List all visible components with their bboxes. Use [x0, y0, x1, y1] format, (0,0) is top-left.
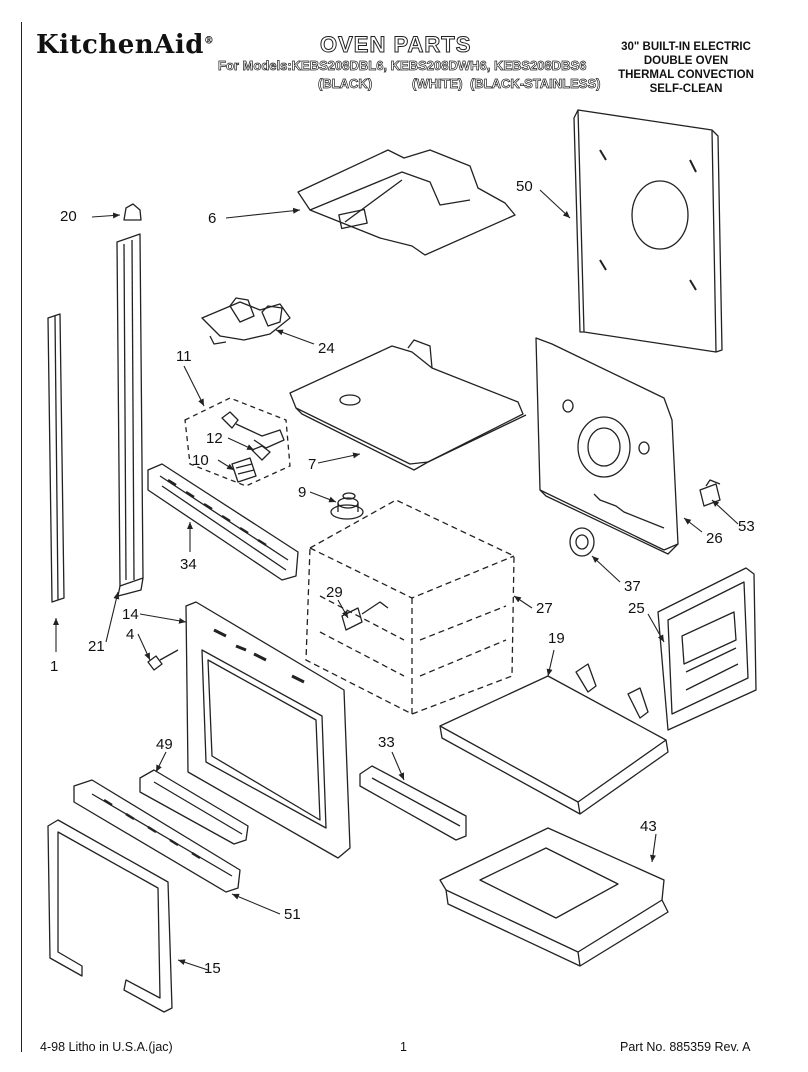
- callout-34: 34: [180, 556, 197, 573]
- part-37-gasket: [569, 527, 595, 557]
- part-27-oven-cavity: [305, 499, 515, 715]
- callout-14: 14: [122, 606, 139, 623]
- callout-24: 24: [318, 340, 335, 357]
- callout-49: 49: [156, 736, 173, 753]
- part-1-side-strip: [47, 313, 65, 603]
- part-29-element: [341, 601, 389, 631]
- part-49-trim: [139, 769, 249, 845]
- callout-15: 15: [204, 960, 221, 977]
- description-line: SELF-CLEAN: [649, 83, 723, 95]
- footer-litho: 4-98 Litho in U.S.A.(jac): [40, 1040, 173, 1054]
- color-white-label: (WHITE): [412, 76, 463, 92]
- part-24-switch-bracket: [201, 297, 291, 345]
- color-black-label: (BLACK): [318, 76, 373, 92]
- part-4-screw: [147, 649, 179, 671]
- callout-10: 10: [192, 452, 209, 469]
- callout-12: 12: [206, 430, 223, 447]
- callout-7: 7: [308, 456, 317, 473]
- part-14-front-frame: [185, 601, 351, 859]
- callout-53: 53: [738, 518, 755, 535]
- callout-27: 27: [536, 600, 553, 617]
- callout-1: 1: [50, 658, 59, 675]
- part-9-blower: [330, 492, 364, 520]
- callout-37: 37: [624, 578, 641, 595]
- callout-11: 11: [176, 348, 192, 365]
- callout-25: 25: [628, 600, 645, 617]
- models-line: For Models:KEBS208DBL6, KEBS208DWH6, KEB…: [218, 58, 587, 74]
- part-51-vent-trim: [73, 779, 241, 893]
- part-34-vent-strip: [147, 463, 299, 581]
- description-line: DOUBLE OVEN: [643, 55, 729, 67]
- page-margin-line: [21, 22, 22, 1052]
- part-53-clip: [699, 479, 721, 507]
- page-title: OVEN PARTS: [319, 32, 472, 58]
- part-11-kit: [184, 397, 291, 487]
- part-19-oven-bottom: [439, 663, 669, 815]
- callout-9: 9: [298, 484, 307, 501]
- leader-lines: [53, 189, 739, 971]
- color-stainless-label: (BLACK-STAINLESS): [470, 76, 601, 92]
- callout-20: 20: [60, 208, 77, 225]
- part-15-door-gasket: [47, 819, 173, 1013]
- oven-description: 30" BUILT-IN ELECTRIC DOUBLE OVEN THERMA…: [606, 40, 766, 96]
- description-line: 30" BUILT-IN ELECTRIC: [621, 41, 751, 53]
- part-50-rear-panel: [573, 109, 723, 353]
- callout-33: 33: [378, 734, 395, 751]
- description-line: THERMAL CONVECTION: [618, 69, 754, 81]
- part-20-end-cap: [123, 203, 142, 221]
- callout-29: 29: [326, 584, 343, 601]
- callout-43: 43: [640, 818, 657, 835]
- part-6-top-shield: [297, 149, 516, 256]
- part-21-side-trim: [116, 233, 144, 597]
- part-26-convection-panel: [535, 337, 679, 555]
- part-33-trim: [359, 765, 467, 841]
- part-43-bottom-tray: [439, 827, 669, 967]
- callout-26: 26: [706, 530, 723, 547]
- callout-19: 19: [548, 630, 565, 647]
- footer-part-number: Part No. 885359 Rev. A: [620, 1040, 751, 1054]
- brand-logo: KitchenAid®: [36, 30, 215, 60]
- callout-50: 50: [516, 178, 533, 195]
- footer-page-number: 1: [400, 1040, 407, 1054]
- callout-51: 51: [284, 906, 301, 923]
- part-25-side-panel: [657, 567, 757, 731]
- callout-21: 21: [88, 638, 105, 655]
- callout-6: 6: [208, 210, 217, 227]
- part-7-oven-top: [289, 339, 527, 471]
- callout-4: 4: [126, 626, 135, 643]
